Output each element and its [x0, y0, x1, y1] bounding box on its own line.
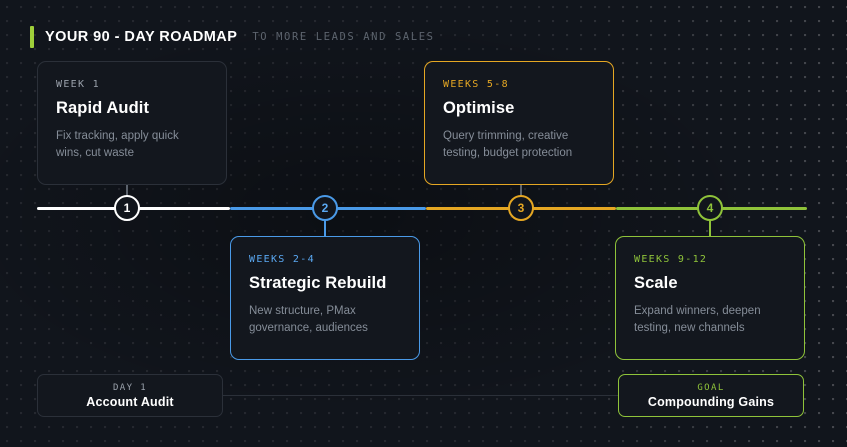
- timeline-node-2[interactable]: 2: [312, 195, 338, 221]
- header-accent-bar: [30, 26, 34, 48]
- timeline-node-4[interactable]: 4: [697, 195, 723, 221]
- page-subtitle: TO MORE LEADS AND SALES: [252, 31, 435, 43]
- phase-card-scale[interactable]: WEEKS 9-12 Scale Expand winners, deepen …: [615, 236, 805, 360]
- phase-title: Scale: [634, 274, 678, 292]
- phase-card-rapid-audit[interactable]: WEEK 1 Rapid Audit Fix tracking, apply q…: [37, 61, 227, 185]
- phase-description: New structure, PMax governance, audience…: [249, 305, 368, 334]
- phase-description: Query trimming, creative testing, budget…: [443, 130, 573, 159]
- connector-stem-2: [324, 206, 326, 238]
- endpoint-eyebrow: GOAL: [697, 382, 725, 393]
- endpoint-goal-box[interactable]: GOAL Compounding Gains: [618, 374, 804, 417]
- timeline-node-3[interactable]: 3: [508, 195, 534, 221]
- endpoint-title: Account Audit: [86, 394, 174, 409]
- endpoint-connector-line: [222, 395, 619, 396]
- endpoint-title: Compounding Gains: [647, 394, 775, 409]
- phase-title: Optimise: [443, 99, 515, 117]
- phase-description: Fix tracking, apply quick wins, cut wast…: [56, 130, 179, 159]
- phase-title: Strategic Rebuild: [249, 274, 387, 292]
- phase-eyebrow: WEEK 1: [56, 79, 100, 90]
- phase-eyebrow: WEEKS 2-4: [249, 254, 315, 265]
- phase-eyebrow: WEEKS 5-8: [443, 79, 509, 90]
- timeline-node-1[interactable]: 1: [114, 195, 140, 221]
- endpoint-start-box[interactable]: DAY 1 Account Audit: [37, 374, 223, 417]
- phase-card-strategic-rebuild[interactable]: WEEKS 2-4 Strategic Rebuild New structur…: [230, 236, 420, 360]
- page-header: YOUR 90 - DAY ROADMAP TO MORE LEADS AND …: [30, 24, 435, 50]
- phase-eyebrow: WEEKS 9-12: [634, 254, 708, 265]
- page-title: YOUR 90 - DAY ROADMAP: [45, 29, 238, 45]
- endpoint-eyebrow: DAY 1: [112, 382, 148, 393]
- phase-card-optimise[interactable]: WEEKS 5-8 Optimise Query trimming, creat…: [424, 61, 614, 185]
- phase-title: Rapid Audit: [56, 99, 150, 117]
- phase-description: Expand winners, deepen testing, new chan…: [634, 305, 761, 334]
- connector-stem-4: [709, 206, 711, 238]
